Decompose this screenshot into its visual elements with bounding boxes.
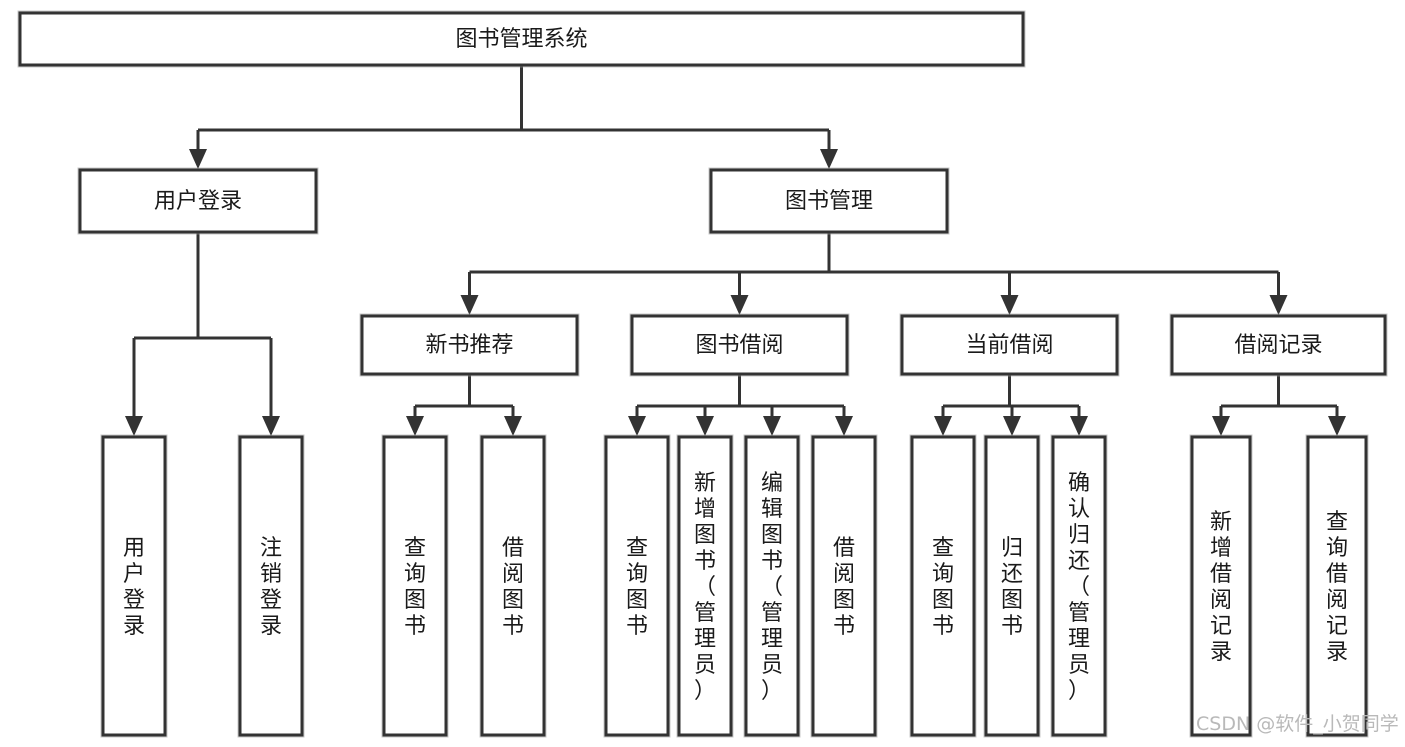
arrow-head-icon <box>820 149 838 169</box>
node-label: 图书借阅 <box>695 333 783 358</box>
node-book-borrow[interactable]: 图书借阅 <box>629 313 850 377</box>
arrow-head-icon <box>628 416 646 436</box>
node-leaf-logout[interactable]: 注销登录 <box>237 434 305 738</box>
node-box <box>709 168 949 234</box>
node-box <box>101 435 167 737</box>
node-label: 确认归还（管理员） <box>1068 471 1090 704</box>
node-label: 借阅记录 <box>1234 333 1322 358</box>
node-box <box>677 435 733 737</box>
node-box <box>238 435 304 737</box>
arrow-head-icon <box>835 416 853 436</box>
connector-group <box>628 374 853 436</box>
node-box <box>480 435 546 737</box>
arrow-head-icon <box>406 416 424 436</box>
node-box <box>811 435 877 737</box>
node-leaf-user-login[interactable]: 用户登录 <box>100 434 168 738</box>
node-box <box>984 435 1040 737</box>
node-leaf-return-book[interactable]: 归还图书 <box>983 434 1041 738</box>
node-label: 新书推荐 <box>425 333 513 358</box>
node-box <box>910 435 976 737</box>
node-label: 借阅图书 <box>502 536 524 639</box>
node-box <box>1170 314 1387 376</box>
node-book-manage[interactable]: 图书管理 <box>708 167 950 235</box>
node-user-login[interactable]: 用户登录 <box>77 167 319 235</box>
node-label: 注销登录 <box>260 536 282 639</box>
node-label: 图书管理系统 <box>455 27 587 52</box>
connector-group <box>1212 374 1346 436</box>
node-box <box>78 168 318 234</box>
node-label: 用户登录 <box>154 189 242 214</box>
node-leaf-add-book-admin[interactable]: 新增图书（管理员） <box>676 434 734 738</box>
arrow-head-icon <box>1212 416 1230 436</box>
csdn-watermark: CSDN @软件_小贺同学 <box>1196 713 1399 735</box>
arrow-head-icon <box>504 416 522 436</box>
node-leaf-confirm-return[interactable]: 确认归还（管理员） <box>1050 434 1108 738</box>
arrow-head-icon <box>189 149 207 169</box>
node-box <box>744 435 800 737</box>
connector-layer <box>125 65 1346 436</box>
connector-group <box>189 65 838 169</box>
arrow-head-icon <box>763 416 781 436</box>
node-box <box>604 435 670 737</box>
arrow-head-icon <box>934 416 952 436</box>
node-leaf-query-book-rec[interactable]: 查询图书 <box>381 434 449 738</box>
node-label: 用户登录 <box>123 536 145 639</box>
node-leaf-query-book-cur[interactable]: 查询图书 <box>909 434 977 738</box>
arrow-head-icon <box>1070 416 1088 436</box>
connector-group <box>406 374 522 436</box>
arrow-head-icon <box>696 416 714 436</box>
node-label: 编辑图书（管理员） <box>761 471 783 704</box>
node-label: 新增图书（管理员） <box>694 471 716 704</box>
connector-group <box>934 374 1088 436</box>
node-new-book-rec[interactable]: 新书推荐 <box>359 313 580 377</box>
arrow-head-icon <box>1328 416 1346 436</box>
node-box <box>900 314 1119 376</box>
node-box <box>630 314 849 376</box>
arrow-head-icon <box>125 416 143 436</box>
node-label: 图书管理 <box>785 189 873 214</box>
node-root[interactable]: 图书管理系统 <box>17 10 1026 68</box>
node-label: 新增借阅记录 <box>1210 510 1232 665</box>
node-leaf-borrow-book-rec[interactable]: 借阅图书 <box>479 434 547 738</box>
arrow-head-icon <box>1000 295 1019 315</box>
connector-group <box>460 232 1288 315</box>
arrow-head-icon <box>460 295 479 315</box>
node-layer: 图书管理系统用户登录图书管理新书推荐图书借阅当前借阅借阅记录用户登录注销登录查询… <box>17 10 1388 738</box>
arrow-head-icon <box>1269 295 1288 315</box>
node-leaf-query-borrow-record[interactable]: 查询借阅记录 <box>1305 434 1369 738</box>
node-leaf-query-book-bor[interactable]: 查询图书 <box>603 434 671 738</box>
node-leaf-borrow-book-bor[interactable]: 借阅图书 <box>810 434 878 738</box>
node-box <box>1051 435 1107 737</box>
node-box <box>18 11 1025 67</box>
arrow-head-icon <box>262 416 280 436</box>
arrow-head-icon <box>1003 416 1021 436</box>
node-label: 当前借阅 <box>965 333 1053 358</box>
node-label: 查询图书 <box>404 536 426 639</box>
node-label: 查询图书 <box>626 536 648 639</box>
node-label: 查询借阅记录 <box>1326 510 1348 665</box>
node-label: 归还图书 <box>1001 536 1023 639</box>
node-label: 借阅图书 <box>833 536 855 639</box>
node-leaf-add-borrow-record[interactable]: 新增借阅记录 <box>1189 434 1253 738</box>
node-leaf-edit-book-admin[interactable]: 编辑图书（管理员） <box>743 434 801 738</box>
node-box <box>382 435 448 737</box>
arrow-head-icon <box>730 295 749 315</box>
node-box <box>1306 435 1368 737</box>
node-borrow-record[interactable]: 借阅记录 <box>1169 313 1388 377</box>
connector-group <box>125 232 280 436</box>
node-box <box>1190 435 1252 737</box>
node-label: 查询图书 <box>932 536 954 639</box>
node-current-borrow[interactable]: 当前借阅 <box>899 313 1120 377</box>
node-box <box>360 314 579 376</box>
